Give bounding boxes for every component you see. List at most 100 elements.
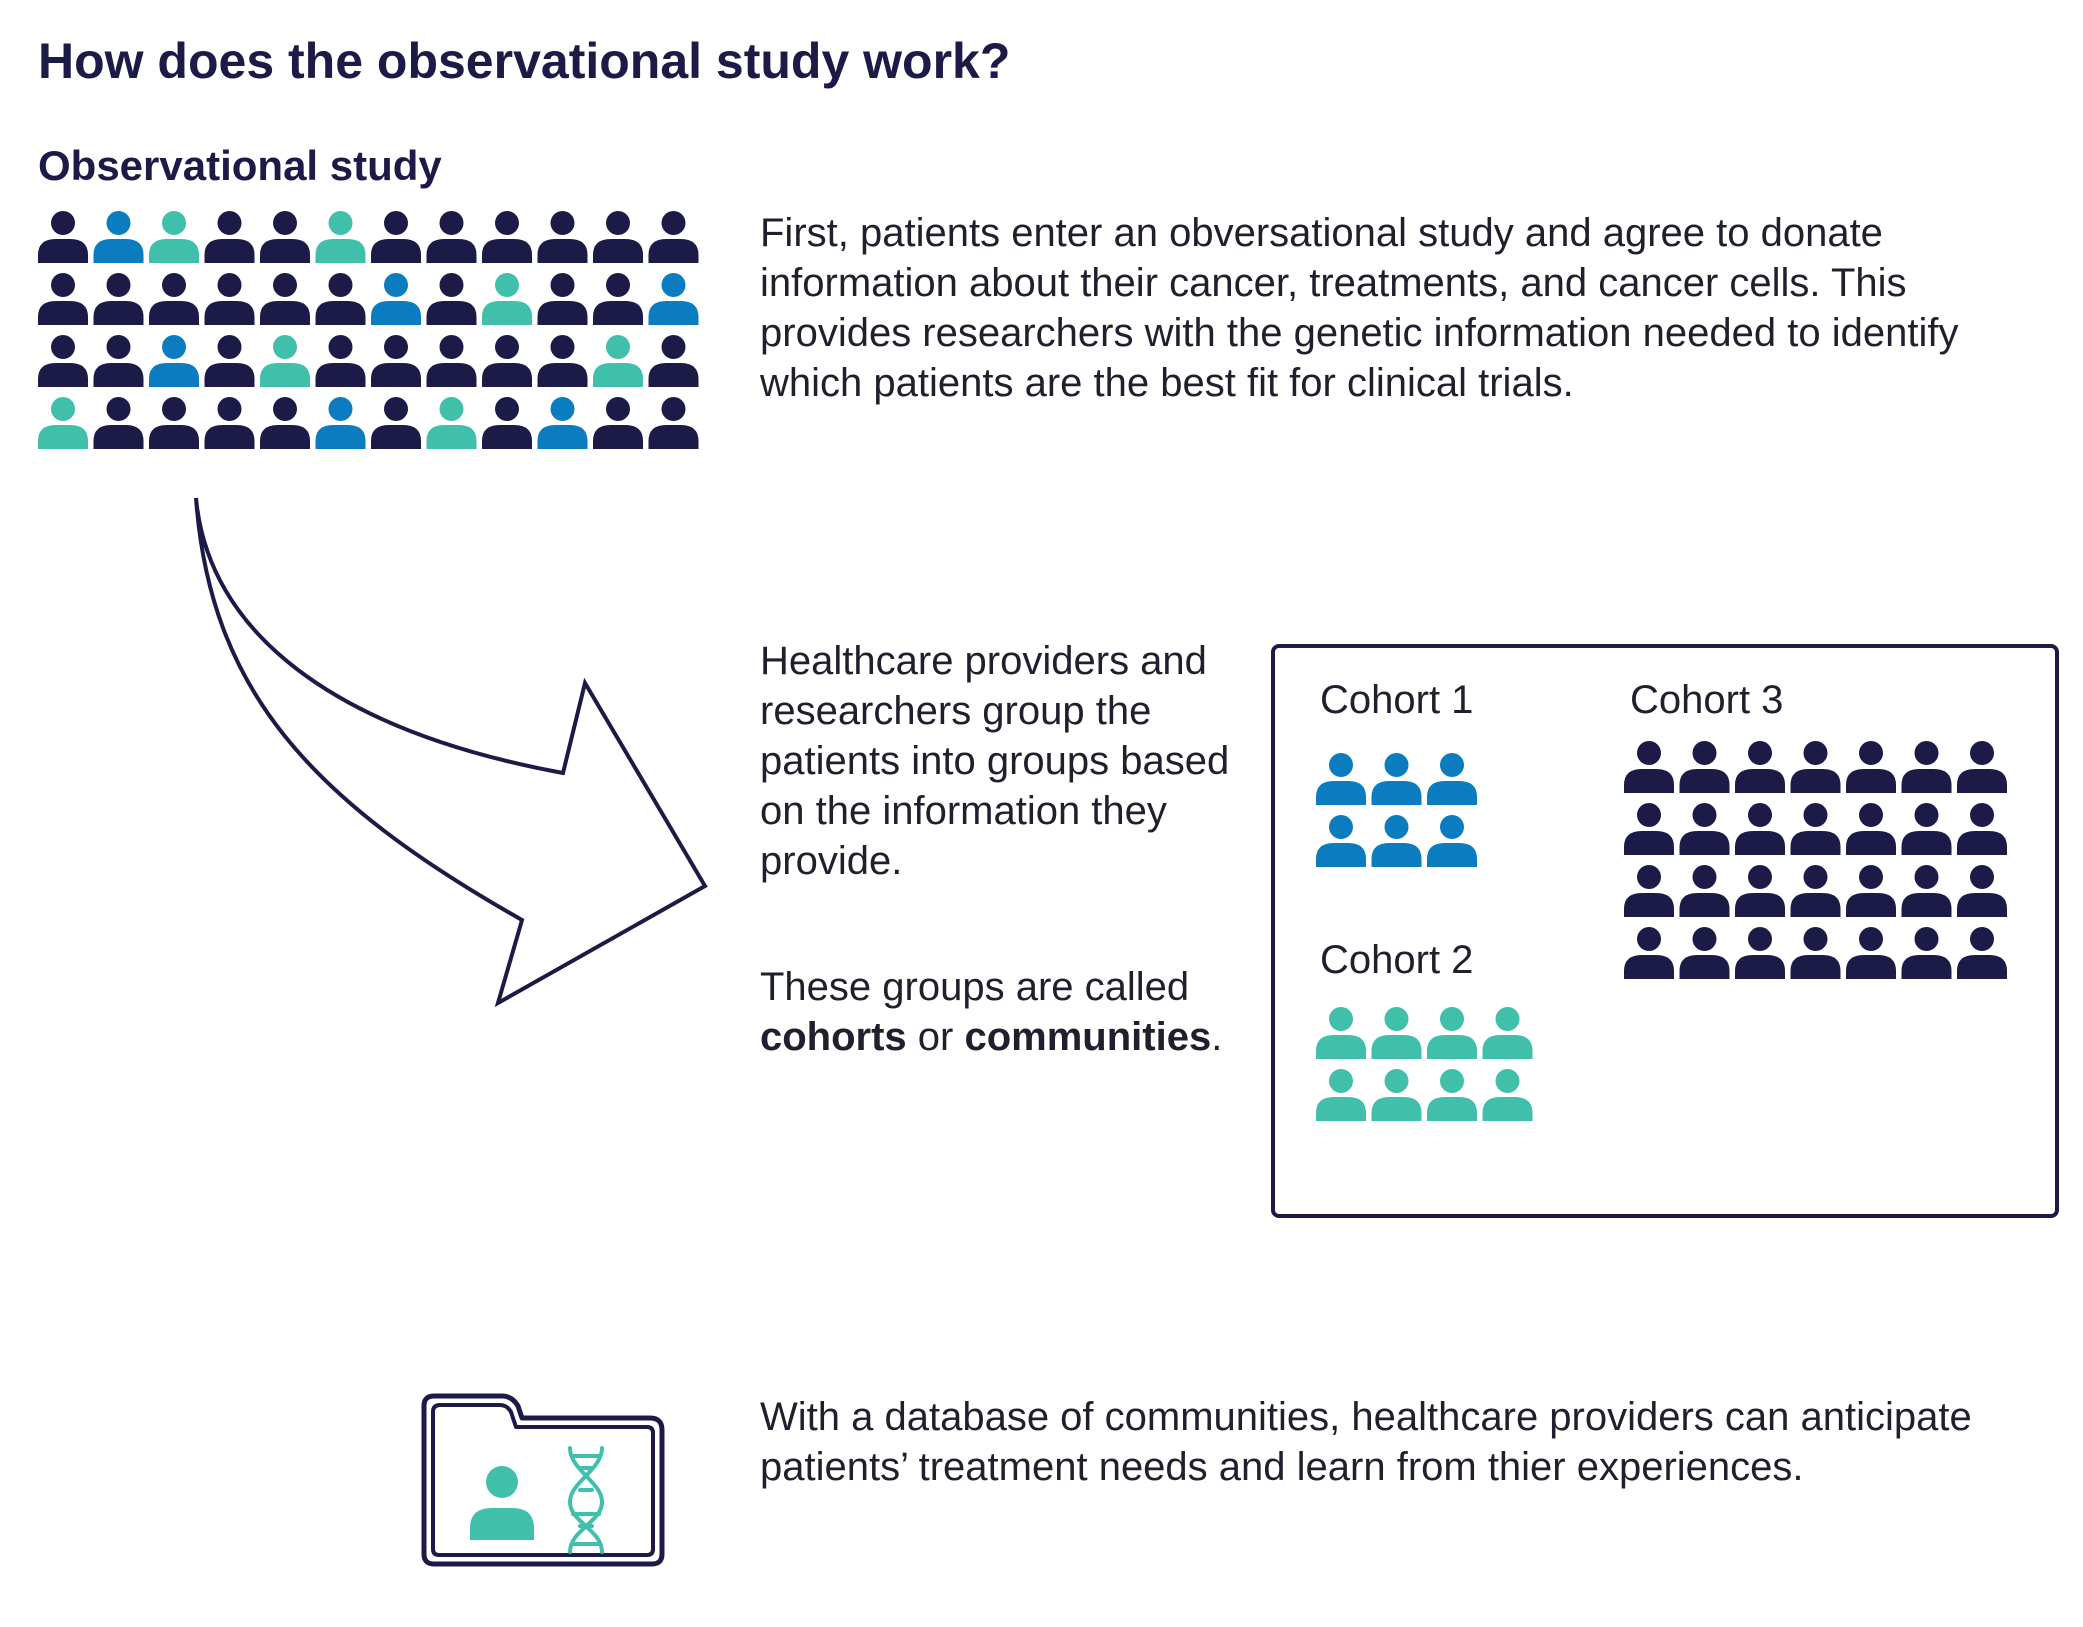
person-icon	[149, 273, 199, 325]
person-icon	[648, 273, 699, 325]
person-icon	[1679, 803, 1730, 855]
person-icon	[426, 211, 477, 263]
cohort-2-group	[1316, 1007, 1533, 1121]
person-icon	[426, 335, 477, 387]
person-icon	[1679, 927, 1730, 979]
person-icon	[204, 211, 255, 263]
step-3-description: With a database of communities, healthca…	[760, 1395, 1972, 1489]
person-icon	[93, 211, 144, 263]
person-icon	[1957, 741, 2007, 793]
person-icon	[537, 211, 588, 263]
cohort-definition-prefix: These groups are called	[760, 965, 1190, 1009]
term-cohorts: cohorts	[760, 1015, 907, 1059]
person-icon	[537, 397, 588, 449]
person-icon	[1316, 1007, 1366, 1059]
person-icon	[1790, 865, 1841, 917]
person-icon	[1901, 741, 1952, 793]
person-icon	[1624, 803, 1674, 855]
person-icon	[1901, 865, 1952, 917]
person-icon	[537, 335, 588, 387]
dna-icon	[567, 1446, 605, 1554]
person-icon	[38, 273, 88, 325]
person-icon	[426, 273, 477, 325]
person-icon	[260, 335, 310, 387]
person-icon	[1371, 753, 1422, 805]
person-icon	[1679, 865, 1730, 917]
person-icon	[1957, 803, 2007, 855]
person-icon	[482, 211, 532, 263]
person-icon	[204, 273, 255, 325]
section-label: Observational study	[38, 142, 442, 189]
person-icon	[1624, 865, 1674, 917]
person-icon	[371, 335, 421, 387]
person-icon	[537, 273, 588, 325]
person-icon	[482, 273, 532, 325]
folder-icon	[421, 1393, 665, 1567]
person-icon	[1427, 1069, 1477, 1121]
person-icon	[260, 397, 310, 449]
person-icon	[315, 273, 366, 325]
person-icon	[93, 397, 144, 449]
person-icon	[1371, 1069, 1422, 1121]
person-icon	[1735, 865, 1785, 917]
person-icon	[1482, 1007, 1533, 1059]
cohort-2-label: Cohort 2	[1320, 938, 1474, 982]
step-2-description: Healthcare providers and researchers gro…	[760, 639, 1230, 883]
person-icon	[38, 335, 88, 387]
person-icon	[648, 335, 699, 387]
term-communities: communities	[964, 1015, 1212, 1059]
person-icon	[1427, 1007, 1477, 1059]
step-1-description: First, patients enter an obversational s…	[760, 211, 1959, 405]
person-icon	[648, 211, 699, 263]
person-icon	[426, 397, 477, 449]
person-icon	[1371, 815, 1422, 867]
person-icon	[1790, 803, 1841, 855]
person-icon	[1482, 1069, 1533, 1121]
person-icon	[149, 397, 199, 449]
person-icon	[1846, 803, 1896, 855]
person-icon	[260, 211, 310, 263]
person-icon	[1790, 927, 1841, 979]
person-icon	[315, 211, 366, 263]
person-icon	[204, 335, 255, 387]
person-icon	[1957, 865, 2007, 917]
cohort-definition-suffix: .	[1211, 1015, 1223, 1059]
person-icon	[593, 397, 643, 449]
cohort-1-label: Cohort 1	[1320, 678, 1474, 722]
person-icon	[593, 211, 643, 263]
person-icon	[371, 397, 421, 449]
person-icon	[93, 335, 144, 387]
person-icon	[1901, 927, 1952, 979]
person-icon	[1790, 741, 1841, 793]
person-icon	[648, 397, 699, 449]
person-icon	[1846, 865, 1896, 917]
person-icon	[1371, 1007, 1422, 1059]
cohort-3-group	[1624, 741, 2007, 979]
person-icon	[1316, 1069, 1366, 1121]
person-icon	[1735, 803, 1785, 855]
person-icon	[1316, 753, 1366, 805]
population-grid	[38, 211, 699, 449]
curved-arrow-icon	[194, 497, 708, 1008]
cohort-definition: These groups are called cohorts or commu…	[760, 962, 1240, 1062]
person-icon	[593, 273, 643, 325]
person-icon	[1735, 741, 1785, 793]
person-icon	[1427, 753, 1477, 805]
cohort-3-label: Cohort 3	[1630, 678, 1784, 722]
cohort-1-group	[1316, 753, 1477, 867]
person-icon	[1679, 741, 1730, 793]
person-icon	[1901, 803, 1952, 855]
person-icon	[470, 1466, 534, 1540]
person-icon	[149, 211, 199, 263]
person-icon	[1427, 815, 1477, 867]
person-icon	[204, 397, 255, 449]
person-icon	[1624, 927, 1674, 979]
person-icon	[315, 335, 366, 387]
person-icon	[371, 273, 421, 325]
person-icon	[1735, 927, 1785, 979]
person-icon	[38, 211, 88, 263]
person-icon	[1846, 927, 1896, 979]
person-icon	[1957, 927, 2007, 979]
person-icon	[1316, 815, 1366, 867]
cohorts-panel	[1271, 644, 2059, 1218]
